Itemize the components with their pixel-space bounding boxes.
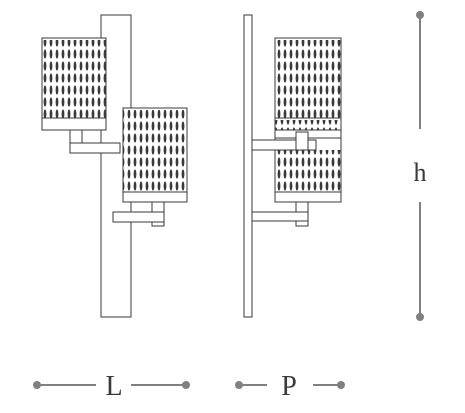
front-upper-shade [41,37,121,154]
side-upper-arm [251,139,317,151]
front-lower-shade [112,107,188,227]
side-wall-plate [243,14,253,318]
depth-label: P [281,371,297,402]
front-view [41,14,188,318]
side-view [243,14,342,318]
length-dimension: L [33,371,190,402]
depth-dimension: P [235,371,345,402]
side-lower-shade [274,117,342,203]
height-dimension: h [414,11,427,321]
side-upper-shade [274,37,342,131]
length-label: L [105,371,122,402]
height-label: h [414,158,427,187]
